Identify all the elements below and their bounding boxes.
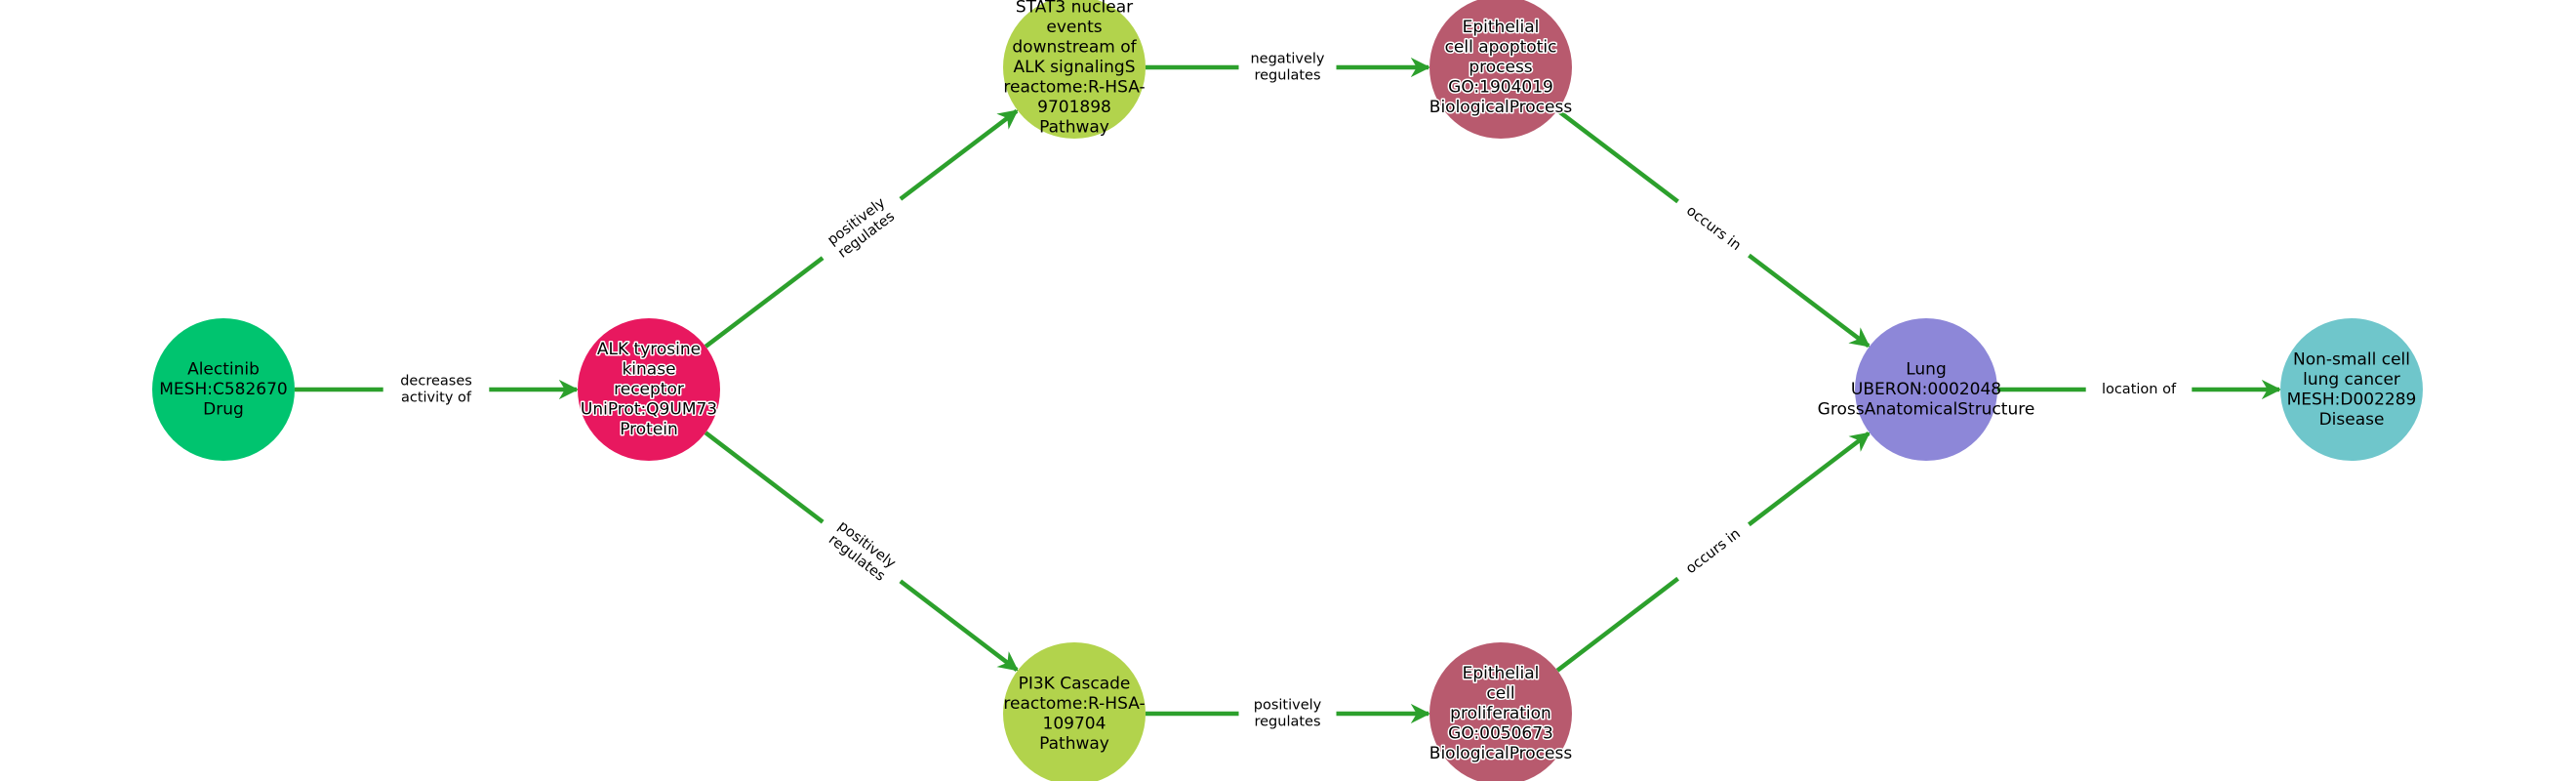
node-label-line: BiologicalProcess — [1429, 744, 1573, 763]
node-label-line: receptor — [614, 380, 684, 399]
edge-label-background — [1670, 191, 1756, 266]
edge-label: occurs in — [1670, 514, 1756, 589]
node-label-line: downstream of — [1012, 38, 1137, 58]
node-label-line: cell — [1486, 684, 1514, 704]
node-label-line: process — [1469, 58, 1532, 77]
node-circle-drug[interactable] — [152, 318, 295, 461]
node-label-line: 109704 — [1043, 714, 1107, 733]
node-label-line: ALK signalingS — [1013, 58, 1135, 77]
node-label-line: proliferation — [1450, 704, 1551, 723]
node-alk[interactable]: ALK tyrosinekinasereceptorUniProt:Q9UM73… — [578, 318, 720, 461]
node-label-line: PI3K Cascade — [1019, 674, 1131, 693]
node-label-line: cell apoptotic — [1445, 38, 1557, 58]
node-circle-pathway[interactable] — [1003, 0, 1146, 139]
node-label-line: Pathway — [1039, 734, 1109, 754]
node-label-line: Lung — [1906, 360, 1947, 380]
edge-label-text: negatively — [1250, 52, 1324, 67]
node-label-line: ALK tyrosine — [597, 340, 701, 359]
node-label-line: Protein — [620, 420, 678, 439]
edge-label-text: positively — [1254, 698, 1322, 714]
edge-label-background — [1238, 47, 1337, 88]
edge-label-background — [810, 183, 913, 274]
node-label-line: UniProt:Q9UM73 — [581, 400, 717, 420]
edge-label-background — [1238, 693, 1337, 734]
edge-label-text: location of — [2102, 382, 2177, 397]
node-proliferation[interactable]: EpithelialcellproliferationGO:0050673Bio… — [1428, 642, 1574, 781]
edge-label-background — [382, 369, 490, 410]
node-label-line: kinase — [622, 360, 675, 380]
node-circle-pathway[interactable] — [1003, 642, 1146, 781]
edge-label-background — [2085, 378, 2193, 401]
node-label-line: UBERON:0002048 — [1851, 380, 2001, 399]
node-label-line: Alectinib — [187, 360, 260, 380]
node-label-line: GO:0050673 — [1448, 724, 1553, 744]
node-label-line: MESH:C582670 — [159, 380, 287, 399]
node-circle-process[interactable] — [1429, 0, 1572, 139]
node-label-line: GrossAnatomicalStructure — [1818, 400, 2035, 420]
node-circle-disease[interactable] — [2280, 318, 2423, 461]
node-circle-anatomy[interactable] — [1855, 318, 1997, 461]
node-label-line: GO:1904019 — [1448, 78, 1553, 98]
edge-label-text: occurs in — [1683, 526, 1744, 577]
node-label-line: Non-small cell — [2293, 349, 2410, 369]
node-label-line: BiologicalProcess — [1429, 98, 1573, 117]
node-label-line: MESH:D002289 — [2287, 390, 2417, 409]
node-lung[interactable]: LungUBERON:0002048GrossAnatomicalStructu… — [1818, 318, 2035, 461]
node-circle-process[interactable] — [1429, 642, 1572, 781]
edge-label-text: activity of — [401, 390, 472, 406]
edge-label-text: regulates — [1254, 68, 1320, 84]
node-label-line: Pathway — [1039, 118, 1109, 138]
node-label-line: STAT3 nuclear — [1016, 0, 1133, 18]
edge-label-text: decreases — [400, 374, 472, 390]
edge-label-text: occurs in — [1683, 203, 1744, 254]
node-label-line: reactome:R-HSA- — [1003, 78, 1145, 98]
node-label-line: events — [1046, 18, 1102, 37]
node-label-line: Disease — [2319, 410, 2385, 430]
node-label-line: 9701898 — [1037, 98, 1111, 117]
node-label-line: lung cancer — [2303, 370, 2400, 390]
edge-label: location of — [2085, 378, 2193, 401]
node-label-line: reactome:R-HSA- — [1003, 694, 1145, 714]
node-label-line: Drug — [203, 400, 244, 420]
node-circle-protein[interactable] — [578, 318, 720, 461]
edge-label-background — [810, 506, 913, 597]
node-label-line: Epithelial — [1463, 18, 1540, 37]
edge-label-text: regulates — [1254, 715, 1320, 730]
node-label-line: Epithelial — [1463, 664, 1540, 683]
edge-label-background — [1670, 514, 1756, 589]
edge-label: occurs in — [1670, 191, 1756, 266]
